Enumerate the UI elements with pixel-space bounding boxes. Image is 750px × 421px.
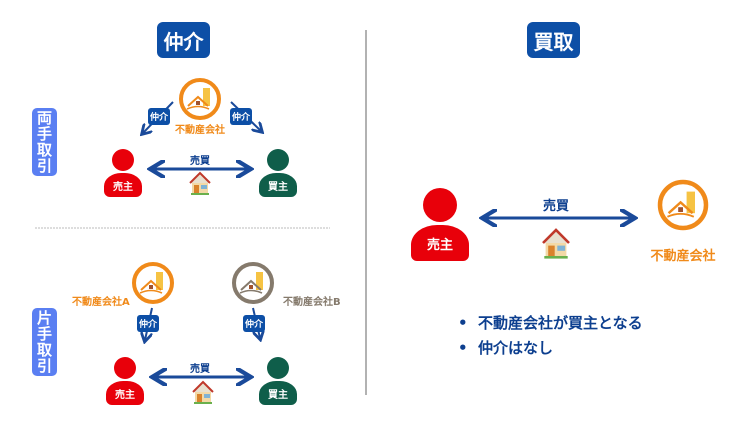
house-icon <box>189 172 211 196</box>
company-a-label: 不動産会社A <box>72 297 130 308</box>
trade-label: 売買 <box>190 156 210 167</box>
trade-label: 売買 <box>190 364 210 375</box>
trade-label-right: 売買 <box>542 199 570 214</box>
broker-badge: 仲介 <box>243 315 265 332</box>
company-b-icon <box>232 262 274 304</box>
bullet-item: • 不動産会社が買主となる <box>458 314 643 332</box>
both-side-label: 両手取引 <box>32 108 57 176</box>
one-side-label: 片手取引 <box>32 308 57 376</box>
purchase-title: 買取 <box>527 22 580 58</box>
bullet-item: • 仲介はなし <box>458 339 554 357</box>
broker-badge: 仲介 <box>230 108 252 125</box>
broker-badge: 仲介 <box>148 108 170 125</box>
company-icon-right <box>657 179 709 231</box>
company-a-icon <box>132 262 174 304</box>
company-b-label: 不動産会社B <box>283 297 341 308</box>
company-label: 不動産会社 <box>175 125 225 136</box>
broker-badge: 仲介 <box>137 315 159 332</box>
company-label-right: 不動産会社 <box>650 249 716 264</box>
brokerage-title: 仲介 <box>157 22 210 58</box>
company-icon <box>179 78 221 120</box>
